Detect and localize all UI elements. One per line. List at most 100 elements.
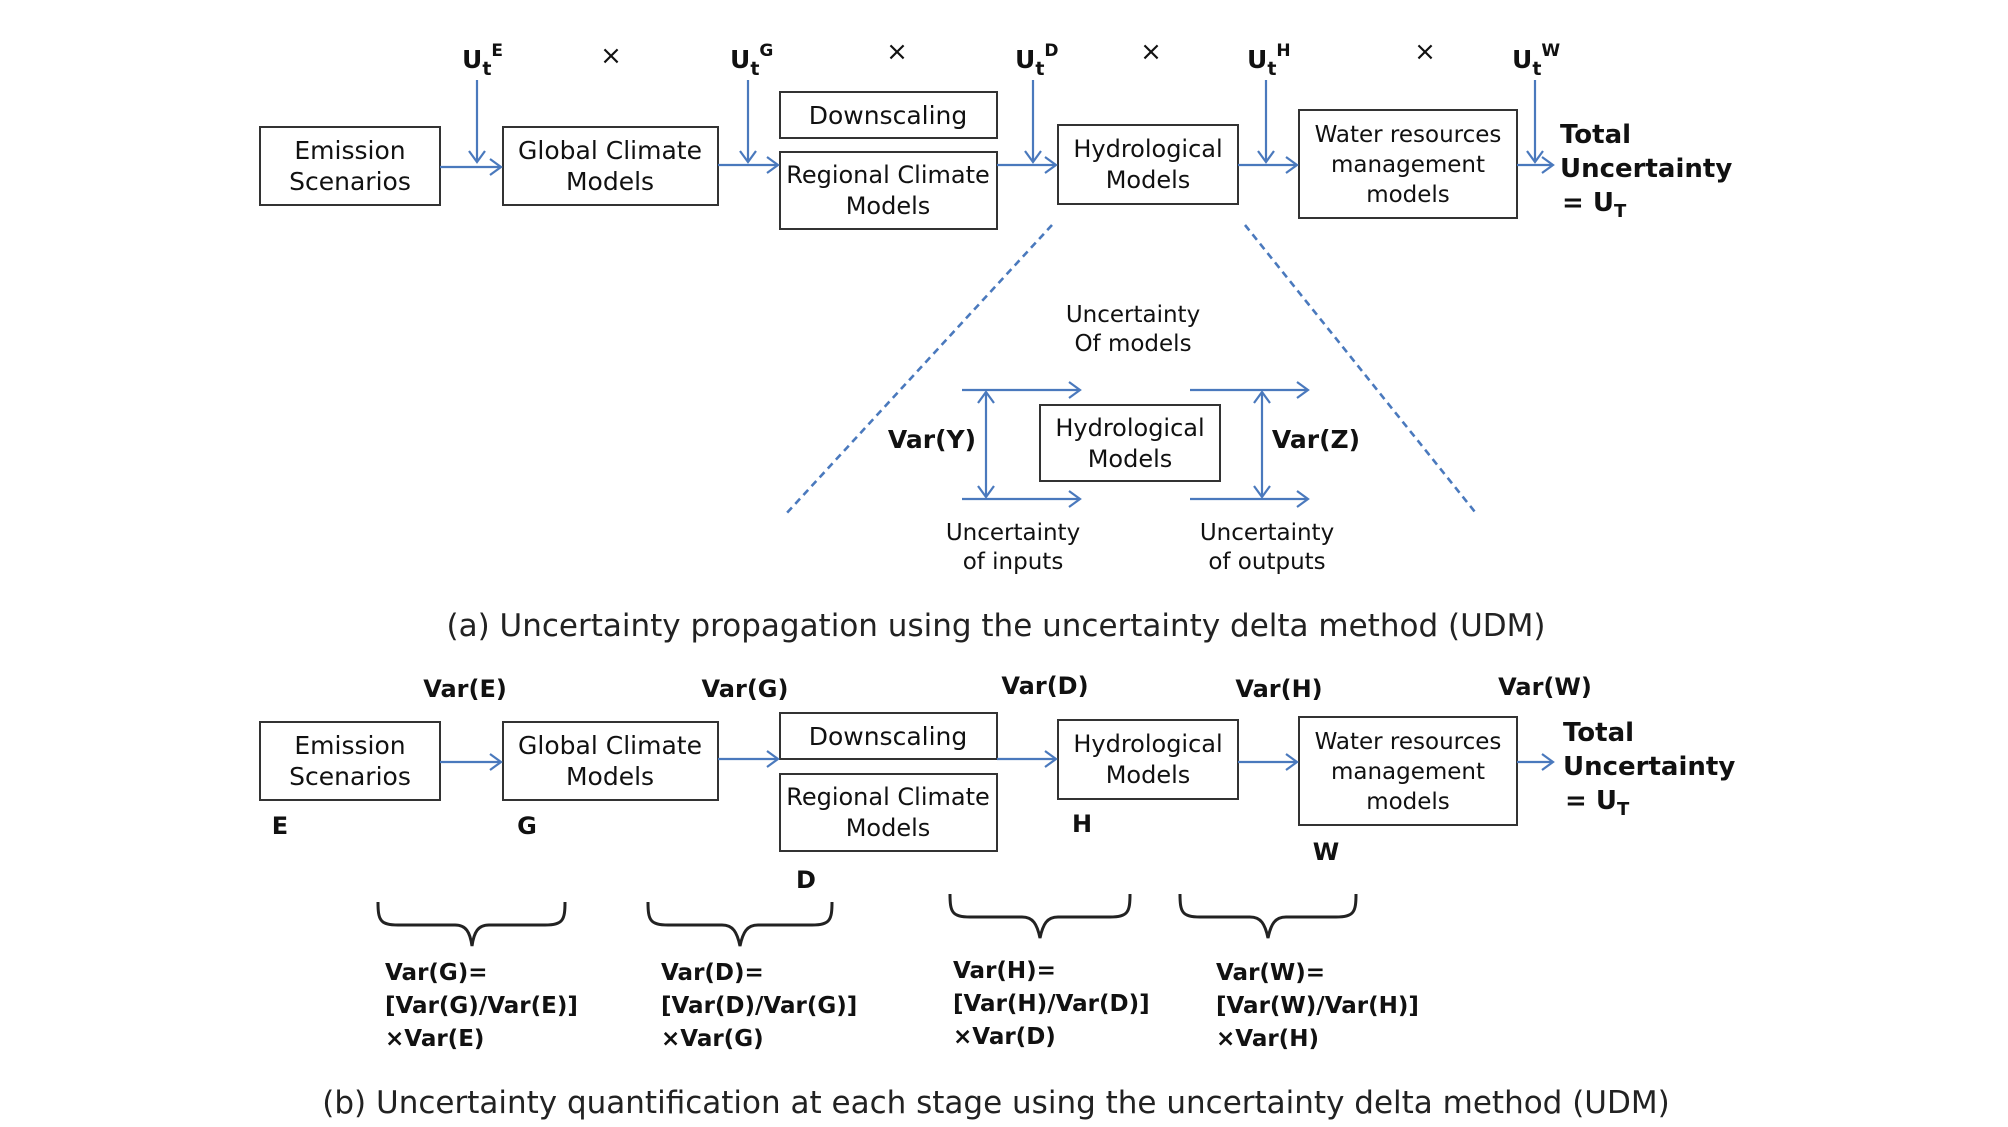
flow-arrowhead-b4 bbox=[1285, 753, 1299, 771]
var-y-label: Var(Y) bbox=[888, 425, 976, 454]
stage-letter-g: G bbox=[517, 812, 537, 840]
b-total-line-3: = UT bbox=[1565, 786, 1630, 820]
arrowhead-ut-g bbox=[739, 150, 757, 164]
emission-line-2: Scenarios bbox=[289, 167, 411, 196]
total-line-3: = UT bbox=[1562, 188, 1627, 222]
flow-arrowhead-a1 bbox=[489, 158, 503, 176]
b-hydro-line-2: Models bbox=[1106, 761, 1191, 789]
rcm-line-1: Regional Climate bbox=[786, 161, 990, 189]
var-y-arrowhead-down bbox=[977, 485, 995, 499]
formula-3-line-2: [Var(H)/Var(D)] bbox=[953, 991, 1150, 1017]
input-arrowhead-bottom bbox=[1068, 490, 1082, 508]
total-line-2: Uncertainty bbox=[1560, 154, 1732, 184]
formula-4-line-3: ×Var(H) bbox=[1216, 1026, 1319, 1052]
emission-line-1: Emission bbox=[294, 136, 405, 165]
arrowhead-ut-e bbox=[468, 150, 486, 164]
formula-3-line-3: ×Var(D) bbox=[953, 1024, 1056, 1050]
brace-1 bbox=[376, 901, 567, 947]
var-w-label: Var(W) bbox=[1498, 673, 1592, 701]
water-line-3: models bbox=[1366, 182, 1450, 208]
ut-w-label: UtW bbox=[1512, 41, 1560, 80]
box-b-emission-scenarios bbox=[259, 721, 441, 801]
flow-arrowhead-a3 bbox=[1044, 156, 1058, 174]
part-b: Var(E) Var(G) Var(D) Var(H) Var(W) Emiss… bbox=[259, 672, 1735, 1121]
total-line-1: Total bbox=[1560, 120, 1631, 150]
input-arrowhead-top bbox=[1068, 381, 1082, 399]
outputs-line-1: Uncertainty bbox=[1200, 520, 1334, 546]
formula-2-line-1: Var(D)= bbox=[661, 960, 764, 986]
b-downscaling-label: Downscaling bbox=[809, 722, 968, 751]
box-b-global-climate-models bbox=[502, 721, 719, 801]
flow-arrowhead-a2 bbox=[766, 156, 780, 174]
flow-arrowhead-b3 bbox=[1044, 750, 1058, 768]
var-y-arrowhead-up bbox=[977, 390, 995, 404]
b-gcm-line-1: Global Climate bbox=[518, 731, 702, 760]
model-uncertainty-line-1: Uncertainty bbox=[1066, 302, 1200, 328]
water-line-2: management bbox=[1331, 152, 1485, 178]
box-hydrological-models bbox=[1057, 124, 1239, 205]
part-a: UtE UtG UtD UtH UtW × × × × Emission Sce… bbox=[259, 37, 1732, 644]
formula-4-line-1: Var(W)= bbox=[1216, 960, 1325, 986]
multiply-sign-3: × bbox=[1140, 37, 1162, 67]
b-total-line-1: Total bbox=[1563, 718, 1634, 748]
outputs-line-2: of outputs bbox=[1208, 549, 1325, 575]
box-water-resources-models bbox=[1298, 109, 1518, 219]
downscaling-label: Downscaling bbox=[809, 101, 968, 130]
brace-4 bbox=[1178, 893, 1358, 939]
hydro-line-2: Models bbox=[1106, 166, 1191, 194]
rcm-line-2: Models bbox=[846, 192, 931, 220]
multiply-sign-2: × bbox=[886, 37, 908, 67]
flow-arrowhead-a4 bbox=[1285, 156, 1299, 174]
zoom-hydro-line-2: Models bbox=[1088, 445, 1173, 473]
caption-a: (a) Uncertainty propagation using the un… bbox=[447, 608, 1546, 644]
box-zoom-hydrological-models bbox=[1039, 404, 1221, 482]
formula-4-line-2: [Var(W)/Var(H)] bbox=[1216, 993, 1419, 1019]
var-g-label: Var(G) bbox=[702, 675, 789, 703]
arrowhead-ut-w bbox=[1526, 150, 1544, 164]
box-b-downscaling bbox=[779, 712, 998, 760]
ut-g-label: UtG bbox=[730, 41, 773, 80]
formula-1-line-2: [Var(G)/Var(E)] bbox=[385, 993, 578, 1019]
stage-letter-w: W bbox=[1313, 838, 1339, 866]
model-uncertainty-line-2: Of models bbox=[1074, 331, 1191, 357]
box-b-hydrological-models bbox=[1057, 719, 1239, 800]
var-z-arrowhead-up bbox=[1253, 390, 1271, 404]
ut-d-label: UtD bbox=[1015, 41, 1059, 80]
b-water-line-3: models bbox=[1366, 789, 1450, 815]
output-arrowhead-bottom bbox=[1296, 490, 1310, 508]
var-e-label: Var(E) bbox=[423, 675, 507, 703]
flow-arrowhead-b2 bbox=[766, 750, 780, 768]
b-water-line-1: Water resources bbox=[1315, 729, 1502, 755]
flow-arrowhead-a5 bbox=[1541, 156, 1555, 174]
box-global-climate-models bbox=[502, 126, 719, 206]
box-b-water-resources-models bbox=[1298, 716, 1518, 826]
var-z-arrowhead-down bbox=[1253, 485, 1271, 499]
flow-arrowhead-b1 bbox=[489, 753, 503, 771]
flow-arrowhead-b5 bbox=[1541, 753, 1555, 771]
var-h-label: Var(H) bbox=[1235, 675, 1322, 703]
var-d-label: Var(D) bbox=[1001, 672, 1088, 700]
box-b-regional-climate-models bbox=[779, 773, 998, 852]
water-line-1: Water resources bbox=[1315, 122, 1502, 148]
zoom-hydro-line-1: Hydrological bbox=[1055, 414, 1204, 442]
b-rcm-line-1: Regional Climate bbox=[786, 783, 990, 811]
b-total-line-2: Uncertainty bbox=[1563, 752, 1735, 782]
ut-h-label: UtH bbox=[1247, 41, 1291, 80]
inputs-line-2: of inputs bbox=[963, 549, 1064, 575]
gcm-line-2: Models bbox=[566, 167, 654, 196]
arrowhead-ut-d bbox=[1024, 150, 1042, 164]
gcm-line-1: Global Climate bbox=[518, 136, 702, 165]
zoom-line-right bbox=[1243, 224, 1477, 513]
stage-letter-d: D bbox=[796, 866, 816, 894]
zoom-line-left bbox=[784, 224, 1053, 516]
b-emission-line-1: Emission bbox=[294, 731, 405, 760]
inputs-line-1: Uncertainty bbox=[946, 520, 1080, 546]
b-rcm-line-2: Models bbox=[846, 814, 931, 842]
box-downscaling bbox=[779, 91, 998, 139]
multiply-sign-1: × bbox=[600, 41, 622, 71]
stage-letter-e: E bbox=[272, 812, 288, 840]
var-z-label: Var(Z) bbox=[1272, 425, 1360, 454]
b-gcm-line-2: Models bbox=[566, 762, 654, 791]
ut-e-label: UtE bbox=[462, 41, 503, 80]
box-regional-climate-models bbox=[779, 151, 998, 230]
